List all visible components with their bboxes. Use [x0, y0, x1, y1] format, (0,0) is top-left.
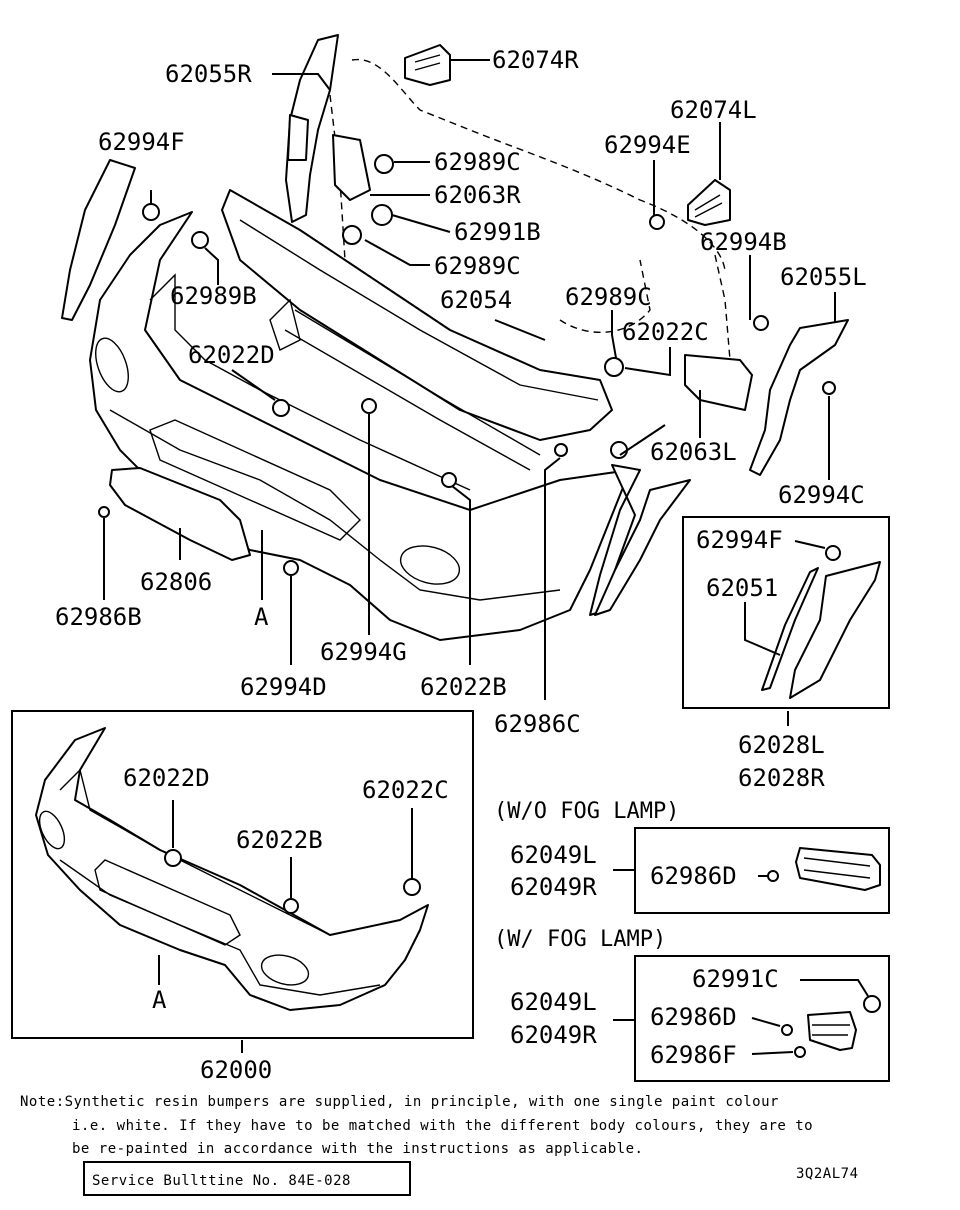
- label-62994F-top: 62994F: [98, 128, 185, 156]
- label-62055R: 62055R: [165, 60, 252, 88]
- label-62991B: 62991B: [454, 218, 541, 246]
- label-62986B: 62986B: [55, 603, 142, 631]
- label-62806: 62806: [140, 568, 212, 596]
- label-62054: 62054: [440, 286, 512, 314]
- ref-a-top: A: [254, 603, 269, 631]
- label-62028R: 62028R: [738, 764, 825, 792]
- note-line-1: Note:Synthetic resin bumpers are supplie…: [20, 1094, 779, 1110]
- label-62022D-bot: 62022D: [123, 764, 210, 792]
- ref-a-bot: A: [152, 986, 167, 1014]
- front-bumper-exploded-drawing: [61, 34, 849, 700]
- label-62022C-top: 62022C: [622, 318, 709, 346]
- label-62986D-a: 62986D: [650, 862, 737, 890]
- service-bulletin-text: Service Bullttine No. 84E-028: [92, 1173, 351, 1189]
- label-62055L: 62055L: [780, 263, 867, 291]
- label-62049L-a: 62049L: [510, 841, 597, 869]
- label-62049L-b: 62049L: [510, 988, 597, 1016]
- figure-code: 3Q2AL74: [796, 1166, 859, 1182]
- label-62028L: 62028L: [738, 731, 825, 759]
- label-62994E: 62994E: [604, 131, 691, 159]
- label-62989C-a: 62989C: [434, 148, 521, 176]
- label-62063R: 62063R: [434, 181, 521, 209]
- label-62022B-bot: 62022B: [236, 826, 323, 854]
- label-62994C: 62994C: [778, 481, 865, 509]
- label-62063L: 62063L: [650, 438, 737, 466]
- note-line-3: be re-painted in accordance with the ins…: [72, 1141, 643, 1157]
- with-fog-lamp-box: [613, 955, 890, 1082]
- label-62986F: 62986F: [650, 1041, 737, 1069]
- without-fog-lamp-box: [613, 827, 890, 914]
- label-62989B: 62989B: [170, 282, 257, 310]
- label-62994G: 62994G: [320, 638, 407, 666]
- caption-without-fog-lamp: (W/O FOG LAMP): [494, 799, 679, 824]
- label-62049R-b: 62049R: [510, 1021, 597, 1049]
- label-62051: 62051: [706, 574, 778, 602]
- label-62991C: 62991C: [692, 965, 779, 993]
- label-62994B: 62994B: [700, 228, 787, 256]
- label-62989C-c: 62989C: [565, 283, 652, 311]
- label-62986C: 62986C: [494, 710, 581, 738]
- part-number-labels: 62055R 62074R 62994F 62074L 62989C 62994…: [55, 46, 867, 1084]
- label-62022B-top: 62022B: [420, 673, 507, 701]
- corner-garnish-box: [682, 516, 890, 726]
- note-line-2: i.e. white. If they have to be matched w…: [72, 1118, 813, 1134]
- bumper-assembly-box: [11, 710, 474, 1053]
- service-bulletin-frame: [83, 1161, 411, 1196]
- label-62986D-b: 62986D: [650, 1003, 737, 1031]
- footer-notes: Note:Synthetic resin bumpers are supplie…: [20, 1094, 859, 1189]
- label-62994D: 62994D: [240, 673, 327, 701]
- label-62074L: 62074L: [670, 96, 757, 124]
- label-62994F-box: 62994F: [696, 526, 783, 554]
- caption-with-fog-lamp: (W/ FOG LAMP): [494, 927, 666, 952]
- label-62074R: 62074R: [492, 46, 579, 74]
- label-62989C-b: 62989C: [434, 252, 521, 280]
- label-62000: 62000: [200, 1056, 272, 1084]
- label-62049R-a: 62049R: [510, 873, 597, 901]
- label-62022D-top: 62022D: [188, 341, 275, 369]
- label-62022C-bot: 62022C: [362, 776, 449, 804]
